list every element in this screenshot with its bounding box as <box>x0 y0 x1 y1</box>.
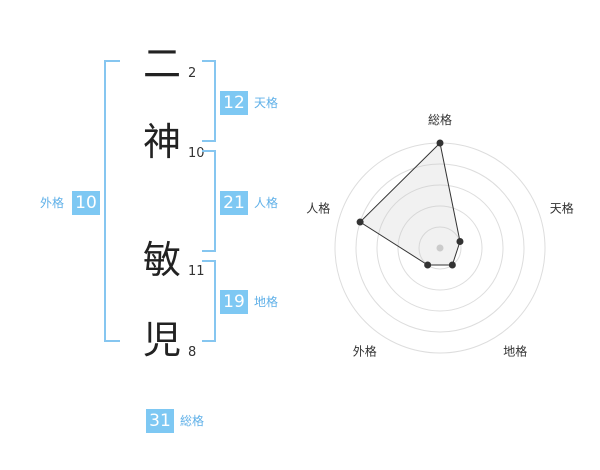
stroke-count-4: 8 <box>188 345 197 360</box>
radar-point-4 <box>424 261 432 269</box>
tenkaku-value-badge: 12 <box>220 91 248 115</box>
gaikaku-value-badge: 10 <box>72 191 100 215</box>
radar-center-dot <box>436 244 444 252</box>
radar-grid-ring <box>355 163 525 333</box>
radar-point-3 <box>448 261 456 269</box>
gaikaku-bracket <box>104 60 120 342</box>
radar-value-polygon <box>359 141 461 266</box>
soukaku-value-badge: 31 <box>146 409 174 433</box>
name-char-1: 二 <box>142 42 181 86</box>
tenkaku-label: 天格 <box>254 96 279 110</box>
radar-axis-label: 外格 <box>353 344 377 359</box>
radar-point-2 <box>456 238 464 246</box>
name-char-2: 神 <box>142 120 181 164</box>
radar-axis-label: 人格 <box>306 200 330 215</box>
name-char-4: 児 <box>142 318 181 362</box>
radar-point-5 <box>356 218 364 226</box>
stroke-count-3: 11 <box>188 264 205 279</box>
tenkaku-bracket <box>202 60 216 142</box>
radar-axis-label: 天格 <box>550 200 574 215</box>
radar-axis-label: 地格 <box>503 344 527 359</box>
chikaku-value-badge: 19 <box>220 290 248 314</box>
radar-grid-ring <box>397 205 483 291</box>
radar-grid-ring <box>418 226 462 270</box>
radar-axis-label: 総格 <box>428 112 452 127</box>
stroke-count-1: 2 <box>188 66 197 81</box>
radar-point-1 <box>436 139 444 147</box>
chikaku-label: 地格 <box>254 295 279 309</box>
name-char-3: 敏 <box>142 238 181 282</box>
soukaku-label: 総格 <box>180 414 205 428</box>
jinkaku-label: 人格 <box>254 196 279 210</box>
radar-grid-ring <box>376 184 504 312</box>
jinkaku-bracket <box>202 150 216 252</box>
chikaku-bracket <box>202 260 216 342</box>
gaikaku-label: 外格 <box>40 196 65 210</box>
stroke-count-2: 10 <box>188 146 205 161</box>
jinkaku-value-badge: 21 <box>220 191 248 215</box>
